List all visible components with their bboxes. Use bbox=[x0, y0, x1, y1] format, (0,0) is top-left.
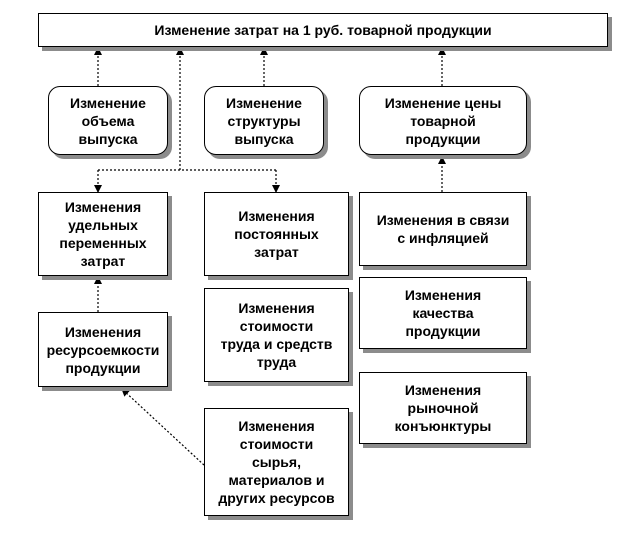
node-label: Изменения ресурсоемкости продукции bbox=[46, 323, 160, 376]
node-label: Изменения удельных переменных затрат bbox=[59, 199, 147, 269]
node-fixed-costs-change: Изменения постоянных затрат bbox=[204, 192, 349, 276]
node-market-conditions-change: Изменения рыночной конъюнктуры bbox=[359, 372, 527, 444]
node-output-volume-change: Изменение объема выпуска bbox=[48, 86, 168, 155]
node-label: Изменения качества продукции bbox=[404, 287, 482, 339]
node-label: Изменения стоимости труда и средств труд… bbox=[220, 300, 333, 370]
node-output-structure-change: Изменение структуры выпуска bbox=[204, 86, 324, 155]
node-product-price-change: Изменение цены товарной продукции bbox=[359, 86, 527, 155]
node-inflation-change: Изменения в связи с инфляцией bbox=[359, 192, 527, 266]
node-label: Изменения стоимости сырья, материалов и … bbox=[218, 418, 335, 506]
node-label: Изменение цены товарной продукции bbox=[384, 94, 502, 147]
node-label: Изменение структуры выпуска bbox=[226, 94, 302, 147]
node-label: Изменение затрат на 1 руб. товарной прод… bbox=[154, 22, 492, 38]
node-cost-change-per-ruble: Изменение затрат на 1 руб. товарной прод… bbox=[38, 13, 608, 47]
node-product-quality-change: Изменения качества продукции bbox=[359, 277, 527, 349]
node-variable-costs-change: Изменения удельных переменных затрат bbox=[38, 192, 168, 276]
node-resource-intensity-change: Изменения ресурсоемкости продукции bbox=[38, 312, 168, 387]
node-label: Изменения в связи с инфляцией bbox=[376, 212, 510, 246]
node-label: Изменение объема выпуска bbox=[70, 94, 146, 147]
node-labor-cost-change: Изменения стоимости труда и средств труд… bbox=[204, 288, 349, 382]
node-label: Изменения рыночной конъюнктуры bbox=[394, 382, 492, 434]
node-label: Изменения постоянных затрат bbox=[234, 208, 319, 260]
node-materials-cost-change: Изменения стоимости сырья, материалов и … bbox=[204, 408, 349, 516]
arrow-materials-to-resource bbox=[121, 388, 205, 466]
